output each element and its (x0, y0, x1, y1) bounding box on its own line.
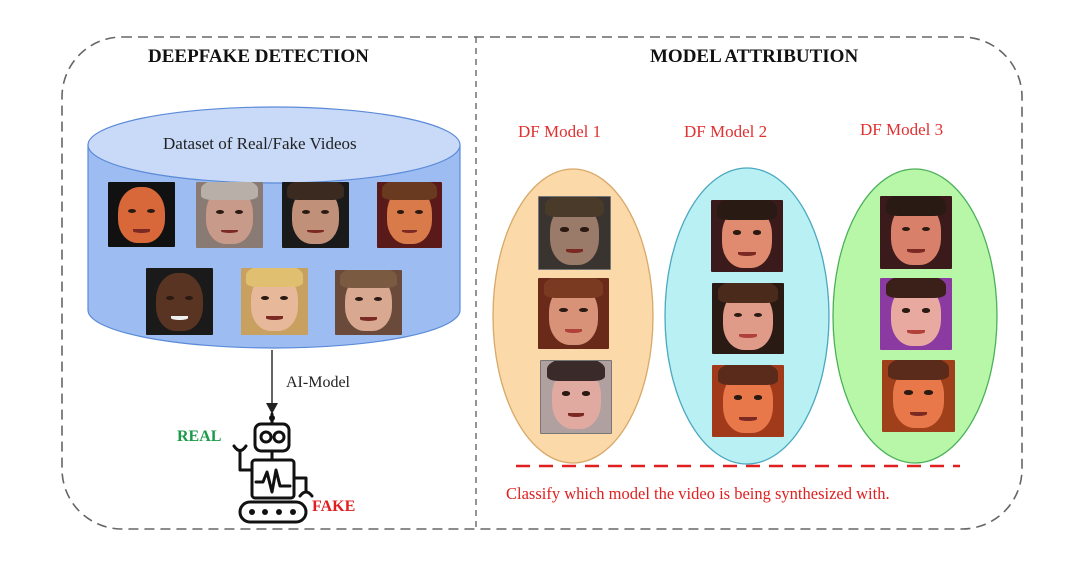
dataset-face-7 (335, 270, 402, 335)
ai-model-arrow (266, 350, 278, 414)
left-panel-title: DEEPFAKE DETECTION (148, 46, 369, 67)
model-2-face-3 (712, 365, 784, 437)
dataset-label: Dataset of Real/Fake Videos (163, 134, 357, 153)
dataset-face-2 (196, 182, 263, 248)
model-3-face-2 (880, 278, 952, 350)
model-1-face-3 (540, 360, 612, 434)
attribution-caption: Classify which model the video is being … (506, 484, 890, 503)
dataset-face-3 (282, 182, 349, 248)
dataset-face-1 (108, 182, 175, 247)
model-1-face-1 (538, 196, 611, 270)
model-2-face-1 (711, 200, 783, 272)
model-3-face-3 (882, 360, 955, 432)
right-panel-title: MODEL ATTRIBUTION (650, 46, 859, 67)
model-2-face-2 (712, 283, 784, 354)
dataset-face-4 (377, 182, 442, 248)
model-1-face-2 (538, 278, 609, 349)
outer-border (61, 36, 1023, 530)
model-2-label: DF Model 2 (684, 122, 768, 141)
dataset-face-5 (146, 268, 213, 335)
model-3-face-1 (880, 196, 952, 269)
dataset-face-6 (241, 268, 308, 335)
model-1-label: DF Model 1 (518, 122, 602, 141)
model-3-label: DF Model 3 (860, 120, 944, 139)
ai-model-label: AI-Model (286, 374, 350, 391)
robot-icon (232, 412, 314, 524)
fake-label: FAKE (312, 498, 356, 515)
real-label: REAL (177, 428, 222, 445)
